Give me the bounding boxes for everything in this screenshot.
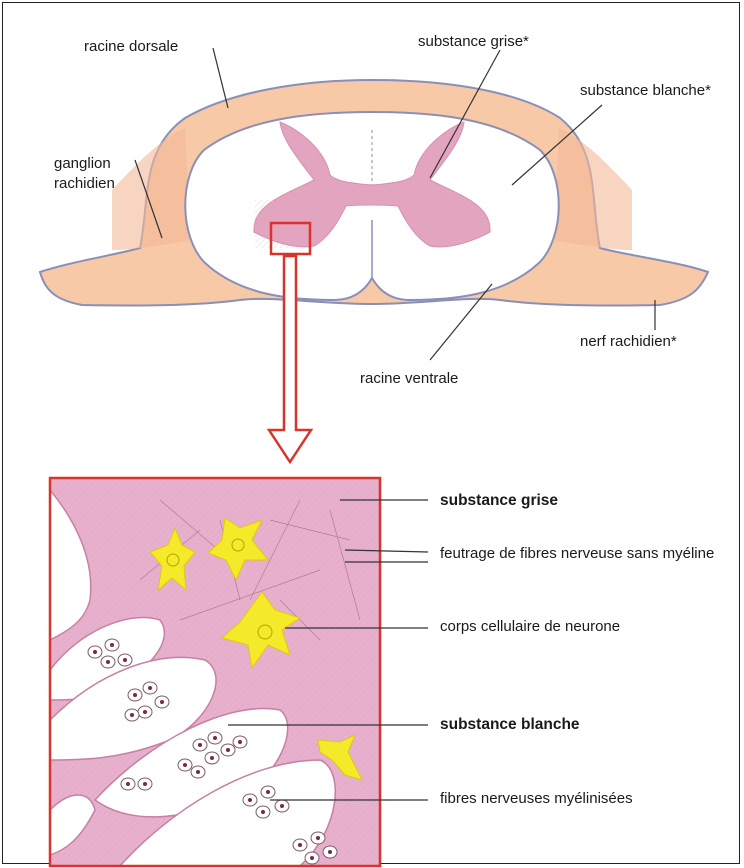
label-corps-cellulaire: corps cellulaire de neurone (440, 618, 620, 636)
label-fibres-myelinisees: fibres nerveuses myélinisées (440, 790, 633, 808)
label-racine-ventrale: racine ventrale (360, 370, 458, 388)
label-substance-blanche-top: substance blanche* (580, 82, 711, 100)
label-substance-grise: substance grise (440, 492, 558, 510)
label-nerf-rachidien: nerf rachidien* (580, 333, 677, 351)
magnified-tissue (50, 478, 380, 866)
label-ganglion-line2: rachidien (54, 175, 115, 193)
label-substance-blanche: substance blanche (440, 716, 580, 734)
label-racine-dorsale: racine dorsale (84, 38, 178, 56)
label-feutrage: feutrage de fibres nerveuse sans myéline (440, 545, 730, 563)
label-ganglion-line1: ganglion (54, 155, 111, 173)
label-substance-grise-top: substance grise* (418, 33, 529, 51)
